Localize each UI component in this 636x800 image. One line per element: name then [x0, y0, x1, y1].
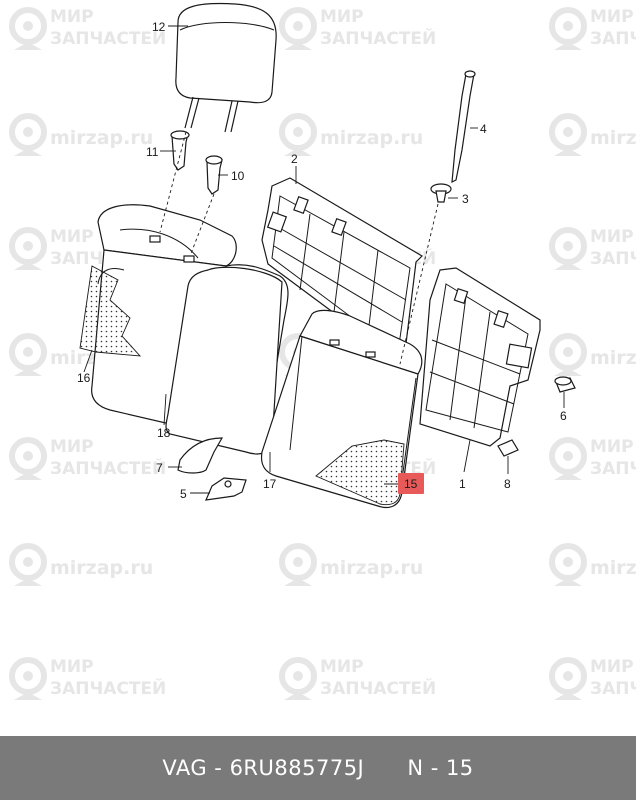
watermark-text: МИР	[590, 437, 634, 457]
watermark-text: МИР	[50, 437, 94, 457]
separator	[222, 756, 229, 780]
callout-15: 15	[404, 477, 418, 491]
watermark-logo	[9, 113, 47, 156]
callout-17: 17	[263, 477, 277, 491]
watermark-logo	[549, 113, 587, 156]
watermark-logo	[549, 543, 587, 586]
separator	[207, 756, 214, 780]
watermark-text: ЗАПЧАСТЕЙ	[50, 457, 166, 479]
callout-8: 8	[504, 477, 511, 491]
watermark-logo	[9, 227, 47, 270]
watermark-layer: МИРЗАПЧАСТЕЙМИРЗАПЧАСТЕЙМИРЗАПЧАСТЕЙМИРЗ…	[9, 7, 636, 700]
watermark-logo	[549, 227, 587, 270]
callout-18: 18	[157, 426, 171, 440]
watermark-logo	[279, 543, 317, 586]
callout-12: 12	[152, 20, 166, 34]
seat-parts-diagram: МИРЗАПЧАСТЕЙМИРЗАПЧАСТЕЙМИРЗАПЧАСТЕЙМИРЗ…	[9, 2, 636, 700]
watermark-logo	[9, 7, 47, 50]
assembly-line	[159, 131, 187, 233]
cover-trim-7	[177, 437, 224, 474]
watermark-logo	[9, 657, 47, 700]
spacer	[364, 756, 407, 780]
watermark-text: МИР	[50, 7, 94, 27]
callout-labels: 12 11 10 4 3 2 16 18 6 7 5 17 15 1 8	[77, 20, 567, 501]
callout-7: 7	[156, 461, 163, 475]
watermark-text: МИР	[590, 227, 634, 247]
callout-4: 4	[480, 122, 487, 136]
release-knob	[430, 183, 452, 203]
watermark-text: ЗАПЧАСТЕЙ	[590, 677, 636, 699]
separator-dash: -	[214, 756, 223, 780]
watermark-text: МИР	[50, 657, 94, 677]
callout-10: 10	[231, 169, 245, 183]
watermark-site: mirzap.ru	[590, 127, 636, 149]
watermark-site: mirzap.ru	[50, 127, 153, 149]
watermark-site: mirzap.ru	[590, 347, 636, 369]
watermark-text: ЗАПЧАСТЕЙ	[50, 677, 166, 699]
watermark-text: МИР	[320, 7, 364, 27]
watermark-logo	[9, 333, 47, 376]
headrest	[175, 2, 277, 133]
callout-5: 5	[180, 487, 187, 501]
watermark-site: mirzap.ru	[50, 557, 153, 579]
watermark-logo	[9, 543, 47, 586]
watermark-site: mirzap.ru	[590, 557, 636, 579]
cap-6	[554, 376, 576, 393]
callout-3: 3	[462, 192, 469, 206]
watermark-text: ЗАПЧАСТЕЙ	[50, 27, 166, 49]
watermark-logo	[549, 333, 587, 376]
leader-lines	[83, 25, 565, 494]
watermark-text: МИР	[320, 657, 364, 677]
release-rod	[451, 70, 476, 184]
watermark-logo	[549, 7, 587, 50]
watermark-site: mirzap.ru	[320, 127, 423, 149]
watermark-text: ЗАПЧАСТЕЙ	[320, 27, 436, 49]
backrest-small	[260, 309, 423, 509]
watermark-text: ЗАПЧАСТЕЙ	[590, 247, 636, 269]
callout-16: 16	[77, 371, 91, 385]
part-info-bar: VAG - 6RU885775J N - 15	[0, 736, 636, 800]
highlight-box	[398, 473, 424, 494]
watermark-text: ЗАПЧАСТЕЙ	[590, 457, 636, 479]
headrest-guide-10	[205, 155, 223, 195]
headrest-guide-11	[170, 130, 190, 171]
watermark-logo	[549, 657, 587, 700]
watermark-text: ЗАПЧАСТЕЙ	[590, 27, 636, 49]
watermark-site: mirzap.ru	[320, 557, 423, 579]
watermark-logo	[279, 7, 317, 50]
callout-6: 6	[560, 409, 567, 423]
watermark-logo	[9, 437, 47, 480]
brand-label: VAG	[162, 756, 208, 780]
clip-8	[497, 439, 519, 457]
callout-11: 11	[146, 145, 159, 159]
callout-1: 1	[459, 477, 466, 491]
watermark-text: МИР	[50, 227, 94, 247]
backrest-frame-1	[419, 267, 541, 447]
watermark-text: ЗАПЧАСТЕЙ	[320, 677, 436, 699]
watermark-text: МИР	[590, 7, 634, 27]
watermark-text: МИР	[590, 657, 634, 677]
watermark-logo	[279, 113, 317, 156]
watermark-logo	[279, 657, 317, 700]
callout-2: 2	[291, 152, 298, 166]
watermark-logo	[549, 437, 587, 480]
part-number: 6RU885775J	[229, 756, 365, 780]
backrest-large	[79, 204, 289, 455]
assembly-line	[189, 193, 215, 257]
bracket-5	[205, 477, 247, 501]
position-label: N - 15	[407, 756, 474, 780]
